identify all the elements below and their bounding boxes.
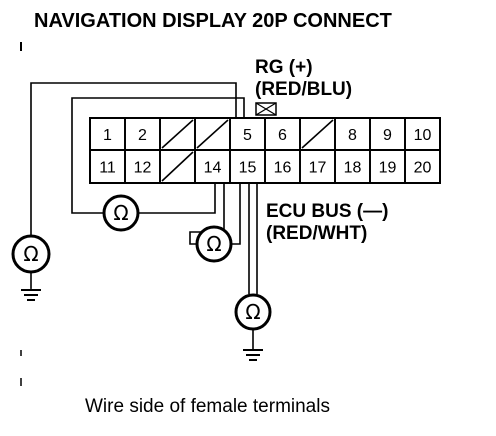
- pin-number: 14: [204, 160, 222, 177]
- pin-number: 16: [274, 160, 292, 177]
- connector-pin-cell: 9: [369, 117, 406, 151]
- connector-pin-cell: 14: [194, 149, 231, 184]
- rg-wire-color: (RED/BLU): [255, 79, 352, 100]
- pin-number: 9: [383, 127, 392, 144]
- ecu-bus-wire-color: (RED/WHT): [266, 223, 367, 244]
- pin-number: 19: [379, 160, 397, 177]
- ohm-symbol: Ω: [245, 300, 260, 324]
- ecu-bus-label: ECU BUS (—): [266, 201, 388, 222]
- ohmmeter-icon: Ω: [102, 194, 140, 232]
- pin-number: 10: [414, 127, 432, 144]
- ground-icon: [243, 349, 263, 361]
- pin-number: 5: [243, 127, 252, 144]
- connector-bottom-row: 11 12 14 15 16 17 18 19 20: [89, 149, 441, 184]
- ohm-symbol: Ω: [206, 232, 221, 256]
- connector-pin-cell: [159, 117, 196, 151]
- connector-pin-cell: 12: [124, 149, 161, 184]
- unused-pin-slash: [161, 119, 194, 149]
- unused-pin-slash: [301, 119, 334, 149]
- pin-number: 1: [103, 127, 112, 144]
- connector-pin-cell: [299, 117, 336, 151]
- connector-pin-cell: 11: [89, 149, 126, 184]
- pin-number: 2: [138, 127, 147, 144]
- connector-pin-cell: 20: [404, 149, 441, 184]
- unused-pin-slash: [161, 151, 194, 182]
- pin-number: 15: [239, 160, 257, 177]
- ground-icon: [21, 288, 41, 301]
- connector-pin-cell: 5: [229, 117, 266, 151]
- connector-pin-cell: 17: [299, 149, 336, 184]
- connector-top-row: 1 2 5 6 8 9 10: [89, 117, 441, 151]
- diagram-title: NAVIGATION DISPLAY 20P CONNECT: [34, 10, 392, 32]
- connector-pin-cell: 10: [404, 117, 441, 151]
- test-wires: [30, 82, 258, 350]
- connector-pin-cell: 19: [369, 149, 406, 184]
- connector-pin-cell: [194, 117, 231, 151]
- connector-lock-tab: [255, 102, 277, 116]
- pin-number: 11: [99, 160, 116, 177]
- unused-pin-slash: [196, 119, 229, 149]
- connector-pin-cell: [159, 149, 196, 184]
- pin-number: 18: [344, 160, 362, 177]
- rg-label: RG (+): [255, 57, 313, 78]
- diagram-caption: Wire side of female terminals: [85, 396, 330, 417]
- connector-pin-cell: 6: [264, 117, 301, 151]
- ohmmeter-icon: Ω: [195, 225, 233, 263]
- pin-number: 6: [278, 127, 287, 144]
- ohmmeter-icon: Ω: [234, 293, 272, 331]
- connector-pin-cell: 16: [264, 149, 301, 184]
- connector-pin-cell: 2: [124, 117, 161, 151]
- ohmmeter-icon: Ω: [11, 234, 51, 274]
- pin-number: 8: [348, 127, 357, 144]
- pin-number: 17: [309, 160, 327, 177]
- connector-pin-cell: 15: [229, 149, 266, 184]
- ohm-symbol: Ω: [23, 242, 38, 266]
- connector-pin-cell: 18: [334, 149, 371, 184]
- connector-pin-cell: 1: [89, 117, 126, 151]
- ohm-symbol: Ω: [113, 201, 128, 225]
- connector-pin-cell: 8: [334, 117, 371, 151]
- pin-number: 20: [414, 160, 432, 177]
- pin-number: 12: [134, 160, 152, 177]
